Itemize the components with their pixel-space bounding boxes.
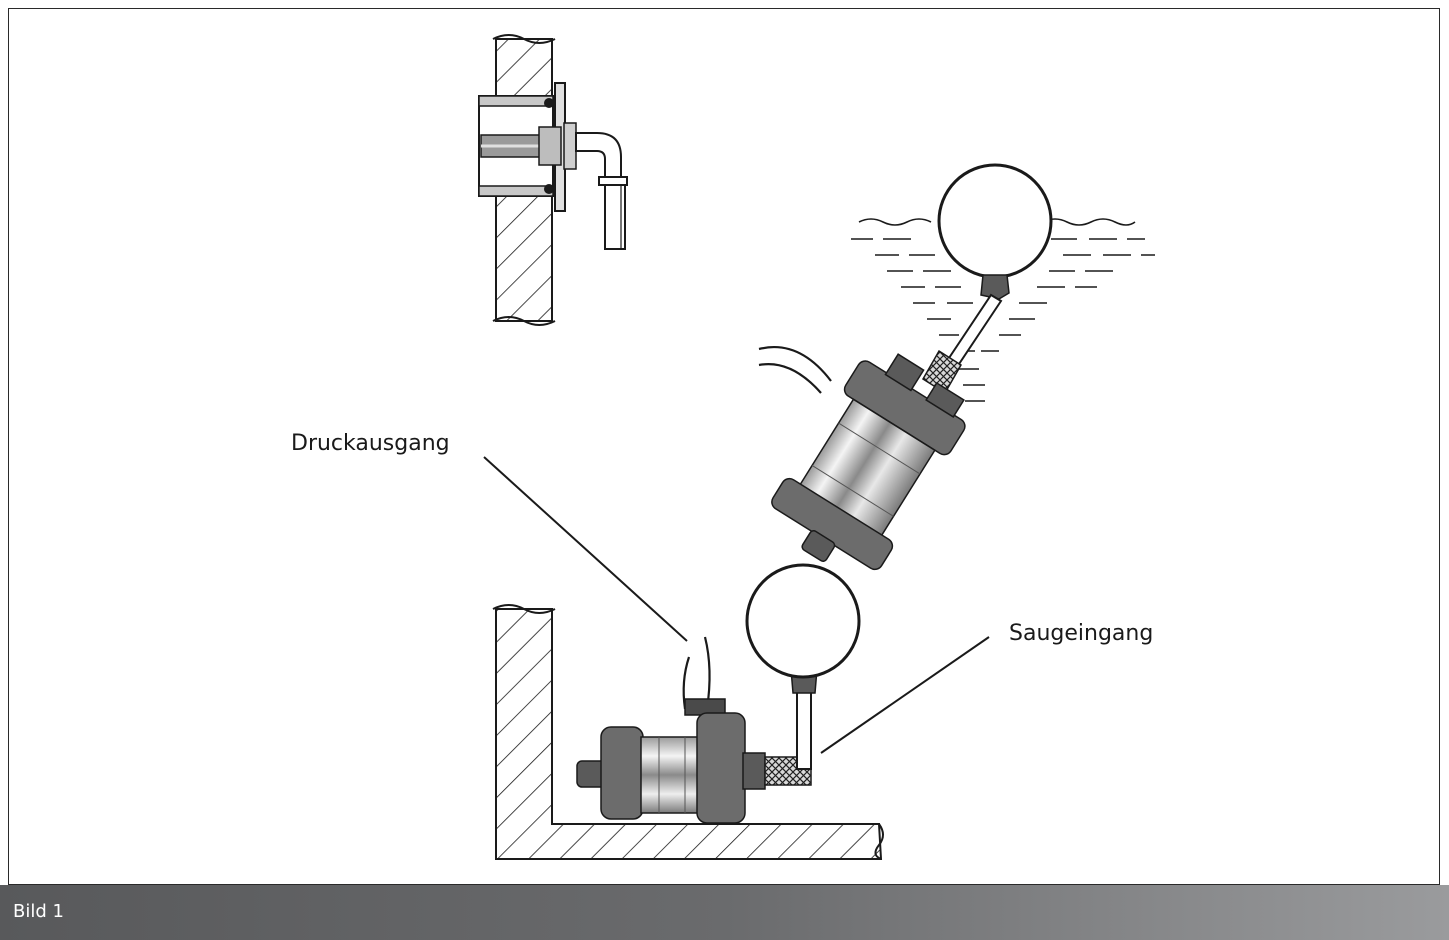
float-ball-bottom [745, 563, 861, 679]
floating-pump-detail [758, 163, 1155, 571]
caption-bar: Bild 1 [0, 885, 1449, 940]
pump-installation-diagram [478, 34, 1155, 860]
label-pressure-outlet: Druckausgang [291, 431, 450, 456]
figure-frame: Druckausgang Saugeingang [8, 8, 1440, 885]
leader-line-pressure-outlet [483, 456, 688, 642]
liquid-surface [851, 218, 1155, 402]
figure-caption: Bild 1 [13, 901, 64, 922]
leader-line-suction-inlet [820, 636, 990, 754]
label-suction-inlet: Saugeingang [1009, 621, 1154, 646]
floor-pump-detail [492, 563, 884, 860]
float-ball-top [937, 163, 1053, 279]
wall-fitting-detail [478, 34, 628, 326]
